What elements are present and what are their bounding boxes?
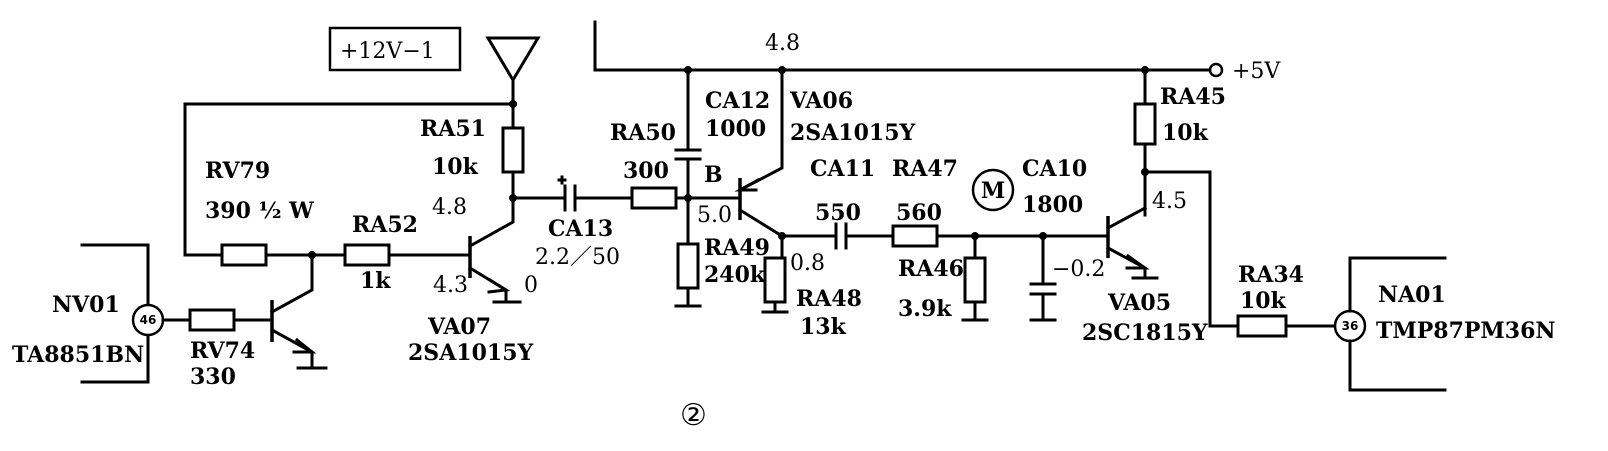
ra46-ref: RA46 bbox=[898, 256, 964, 282]
plus12v-label: +12V−1 bbox=[340, 39, 435, 64]
va06-part: 2SA1015Y bbox=[790, 120, 915, 146]
na01-ref: NA01 bbox=[1378, 282, 1446, 308]
ca10-value: 1800 bbox=[1022, 192, 1083, 218]
va07-stage: RA51 10k 4.8 RV79 390 ½ W RA52 1k 4.3 0 … bbox=[183, 100, 538, 366]
ra49-value: 240k bbox=[704, 262, 766, 288]
ra46-value: 3.9k bbox=[898, 296, 952, 322]
rv79-ref: RV79 bbox=[205, 158, 270, 184]
ra51-value: 10k bbox=[432, 154, 479, 180]
supply-rail: 4.8 +5V bbox=[593, 20, 1281, 84]
ra47-ref: RA47 bbox=[892, 156, 958, 182]
ca12-ref: CA12 bbox=[705, 88, 770, 114]
plus5v-label: +5V bbox=[1232, 59, 1281, 84]
ca13-value: 2.2／50 bbox=[535, 245, 620, 270]
ca10-ref: CA10 bbox=[1022, 156, 1087, 182]
va05-part: 2SC1815Y bbox=[1082, 320, 1208, 346]
na01-output: 36 NA01 TMP87PM36N bbox=[1333, 256, 1556, 392]
ra47-value: 560 bbox=[896, 200, 942, 226]
nv01-part: TA8851BN bbox=[12, 342, 144, 368]
rail-voltage-label: 4.8 bbox=[765, 31, 800, 56]
ra50-resistor bbox=[630, 186, 678, 210]
ca11-value: 550 bbox=[815, 200, 861, 226]
va07-ref: VA07 bbox=[427, 314, 491, 340]
va07-transistor bbox=[467, 196, 522, 304]
va05-ref: VA05 bbox=[1107, 290, 1171, 316]
ra51-ref: RA51 bbox=[420, 116, 486, 142]
plus5v-terminal bbox=[1208, 62, 1224, 78]
ra52-resistor bbox=[343, 243, 391, 267]
plus12v-source: +12V−1 bbox=[328, 26, 541, 106]
ra34-value: 10k bbox=[1240, 288, 1287, 314]
va06-emitter-voltage: 0.8 bbox=[790, 251, 825, 276]
plus12v-box bbox=[328, 26, 462, 72]
ca13-ref: CA13 bbox=[548, 216, 613, 242]
ra52-value: 1k bbox=[360, 268, 391, 294]
ra46-resistor bbox=[963, 256, 987, 304]
ra50-value: 300 bbox=[623, 158, 669, 184]
va06-ref: VA06 bbox=[789, 88, 853, 114]
ra51-resistor bbox=[501, 126, 525, 174]
va07-base-voltage: 4.3 bbox=[433, 273, 468, 298]
ra49-ref: RA49 bbox=[704, 235, 770, 261]
ca12-value: 1000 bbox=[705, 116, 766, 142]
va06-stage: VA06 2SA1015Y 5.0 0.8 RA48 13k CA11 550 … bbox=[697, 68, 1110, 340]
rv74-resistor bbox=[188, 308, 236, 332]
rv79-resistor bbox=[220, 243, 268, 267]
ra52-ref: RA52 bbox=[352, 212, 418, 238]
ra47-resistor bbox=[891, 224, 939, 248]
va06-base-voltage: 5.0 bbox=[697, 203, 732, 228]
nv01-input: 46 NV01 TA8851BN RV74 330 bbox=[12, 243, 328, 390]
va05-collector-voltage: 4.5 bbox=[1152, 189, 1187, 214]
ca11-ref: CA11 bbox=[810, 156, 875, 182]
ra34-resistor bbox=[1236, 314, 1288, 338]
rv74-value: 330 bbox=[190, 364, 236, 390]
va07-part: 2SA1015Y bbox=[408, 340, 533, 366]
figure-number: ② bbox=[680, 398, 707, 433]
ra45-ref: RA45 bbox=[1160, 84, 1226, 110]
m-marker-label: M bbox=[981, 178, 1005, 204]
input-transistor bbox=[269, 253, 328, 370]
ra48-ref: RA48 bbox=[796, 286, 862, 312]
ra48-resistor bbox=[763, 256, 787, 304]
va05-base-voltage: −0.2 bbox=[1052, 257, 1105, 282]
b-node-label: B bbox=[704, 162, 723, 188]
m-marker-circle bbox=[971, 168, 1015, 212]
ra45-value: 10k bbox=[1162, 120, 1209, 146]
ra49-resistor bbox=[676, 242, 700, 290]
ra48-value: 13k bbox=[800, 314, 847, 340]
ra50-ref: RA50 bbox=[610, 120, 676, 146]
nv01-pin: 46 bbox=[140, 313, 157, 327]
ra45-resistor bbox=[1133, 102, 1157, 146]
nv01-ref: NV01 bbox=[52, 292, 120, 318]
coupling-stage: CA13 2.2／50 RA50 300 CA12 1000 B RA49 24… bbox=[511, 66, 770, 308]
rv79-value: 390 ½ W bbox=[205, 198, 314, 224]
antenna-triangle-icon bbox=[485, 36, 541, 83]
na01-part: TMP87PM36N bbox=[1376, 318, 1556, 344]
va07-collector-voltage: 0 bbox=[524, 273, 538, 298]
rv74-ref: RV74 bbox=[190, 338, 255, 364]
na01-pin: 36 bbox=[1342, 319, 1359, 333]
va05-stage: RA45 10k 4.5 −0.2 VA05 2SC1815Y RA34 10k bbox=[1052, 68, 1336, 346]
va07-base-node-voltage: 4.8 bbox=[432, 195, 467, 220]
ra34-ref: RA34 bbox=[1238, 262, 1304, 288]
